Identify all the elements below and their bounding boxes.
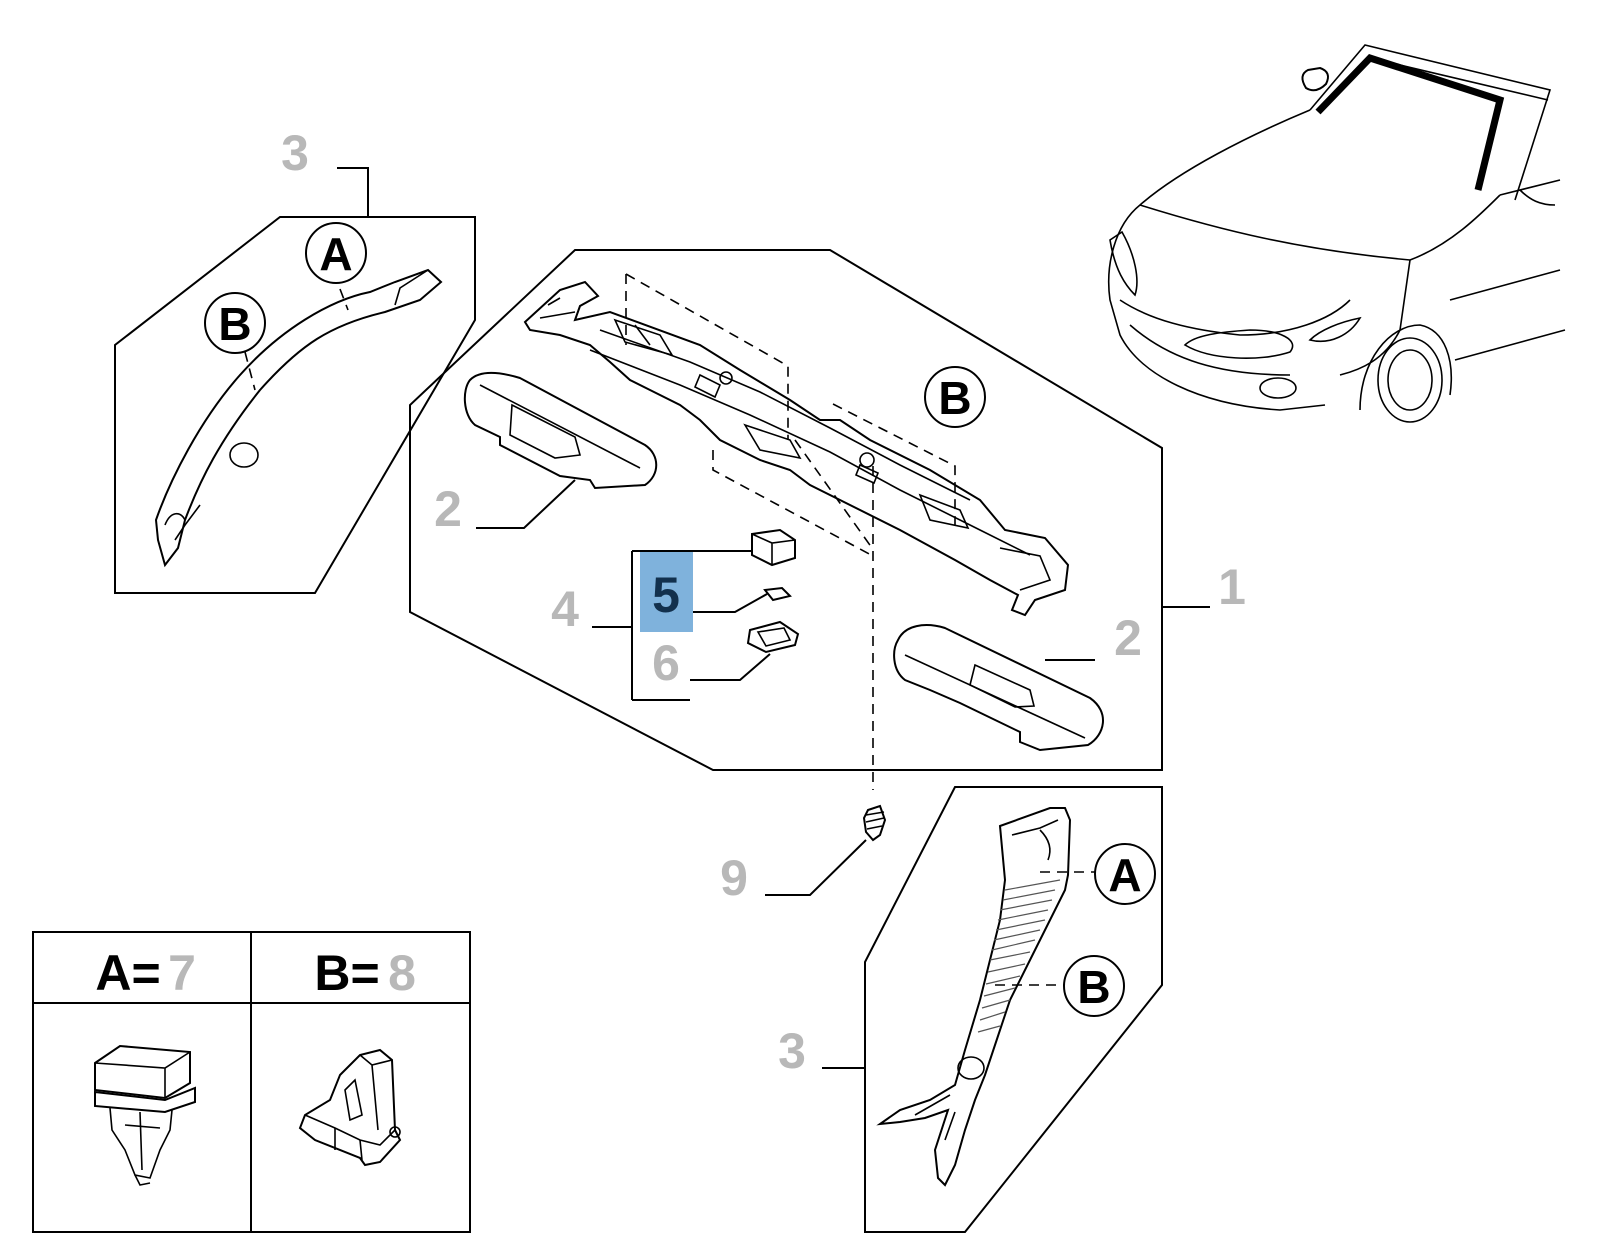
right-pillar-trim [876,807,1072,1187]
detail-circle-a-left [305,222,367,284]
screw-part [862,804,887,842]
dome-light-lens [746,620,800,654]
right-pillar-group: 3 A B [778,786,1163,1233]
detail-letter-b-left: B [218,298,251,350]
clip-a-illustration [94,1044,196,1186]
callout-5: 5 [652,567,680,623]
header-trim-panel [523,280,1070,617]
callout-5-highlight [640,552,693,632]
dome-light-housing [751,528,796,567]
header-assembly-frame [409,249,1163,771]
legend-a-key: A= [95,945,160,1001]
left-pillar-frame [114,216,476,594]
callout-9: 9 [720,850,748,906]
header-assembly-group: 1 B 2 2 [409,249,1246,790]
callout-3-top: 3 [281,125,309,181]
left-pillar-group: A B 3 [114,125,476,594]
right-pillar-frame [864,786,1163,1233]
detail-circle-b-center [924,366,986,428]
detail-letter-b-center: B [938,372,971,424]
detail-circle-b-right [1063,955,1125,1017]
clip-b-illustration [298,1048,402,1167]
callout-4: 4 [551,581,579,637]
legend-a-value: 7 [168,945,196,1001]
screw-group: 9 [720,804,887,906]
detail-letter-a-left: A [319,228,352,280]
callout-1: 1 [1218,559,1246,615]
dome-light-bulb [763,586,792,602]
detail-circle-a-right [1094,843,1156,905]
callout-3-bottom: 3 [778,1023,806,1079]
detail-letter-a-right: A [1108,849,1141,901]
callout-2-left: 2 [434,481,462,537]
car-illustration [1107,44,1566,423]
detail-letter-b-right: B [1077,961,1110,1013]
legend-b-value: 8 [388,945,416,1001]
callout-6: 6 [652,635,680,691]
callout-2-right: 2 [1114,610,1142,666]
clip-legend-table: A= 7 B= 8 [32,931,471,1233]
legend-b-key: B= [314,945,379,1001]
left-pillar-trim [154,268,443,568]
sun-visor-right [893,624,1104,752]
detail-circle-b-left [204,292,266,354]
